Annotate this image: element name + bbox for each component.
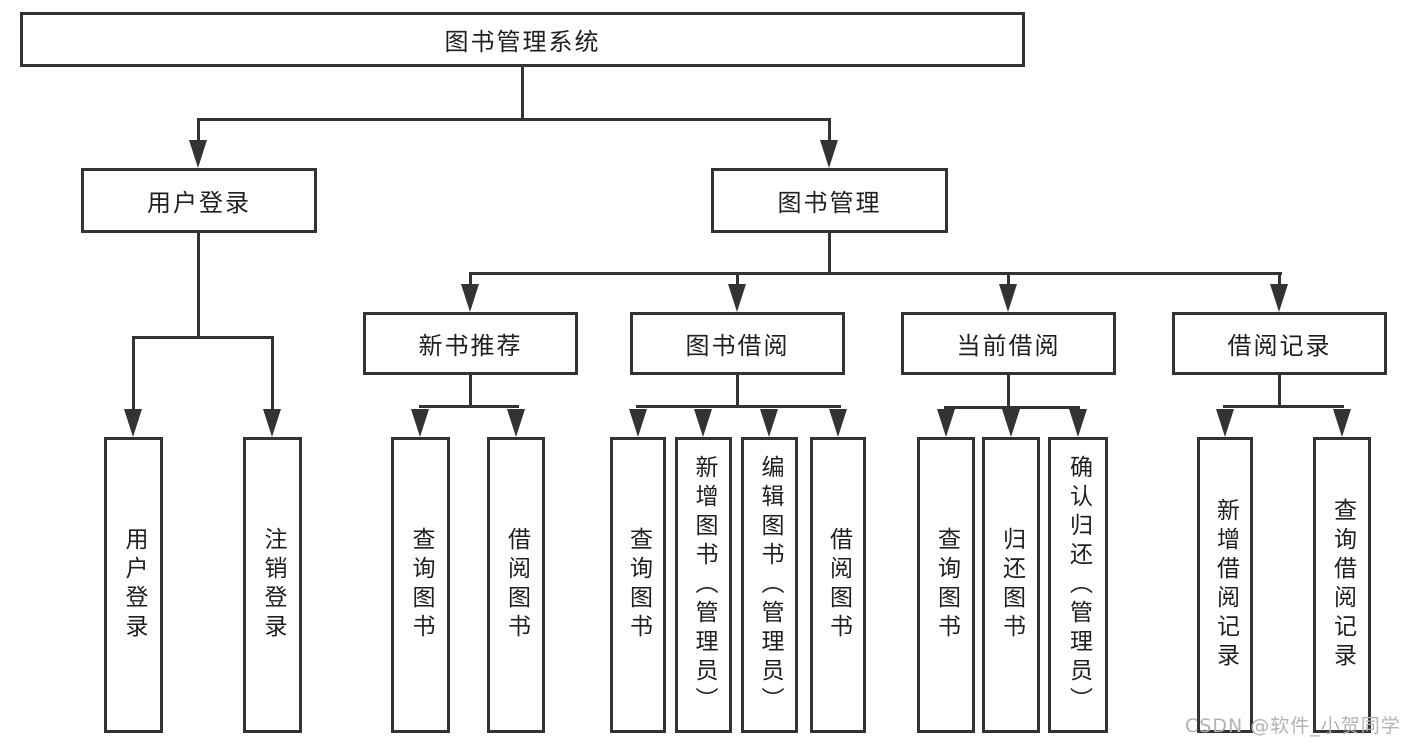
arrow-down-icon — [461, 284, 479, 312]
leaf-borrow-books: 借阅图书 — [810, 437, 866, 733]
arrow-down-icon — [937, 409, 955, 437]
leaf-add-books-admin: 新增图书（管理员） — [675, 437, 732, 733]
arrow-down-icon — [1002, 409, 1020, 437]
leaf-query-books-recommend: 查询图书 — [391, 437, 450, 733]
connector-line — [419, 405, 519, 408]
leaf-user-login: 用户登录 — [104, 437, 163, 733]
arrow-down-icon — [694, 409, 712, 437]
arrow-down-icon — [189, 140, 207, 168]
connector-line — [1278, 375, 1281, 408]
connector-line — [1007, 275, 1010, 287]
connector-line — [132, 339, 135, 412]
leaf-query-books-current: 查询图书 — [917, 437, 975, 733]
leaf-add-borrow-record: 新增借阅记录 — [1197, 437, 1253, 733]
connector-line — [132, 336, 274, 339]
arrow-down-icon — [411, 409, 429, 437]
arrow-down-icon — [760, 409, 778, 437]
leaf-query-borrow-record: 查询借阅记录 — [1313, 437, 1371, 733]
node-book-management: 图书管理 — [711, 168, 948, 233]
arrow-down-icon — [820, 140, 838, 168]
connector-line — [944, 406, 1080, 409]
arrow-down-icon — [829, 409, 847, 437]
leaf-borrow-books-recommend: 借阅图书 — [487, 437, 545, 733]
leaf-return-books: 归还图书 — [982, 437, 1040, 733]
connector-line — [828, 121, 831, 144]
connector-line — [197, 118, 831, 121]
arrow-down-icon — [1069, 409, 1087, 437]
node-book-borrowing: 图书借阅 — [630, 312, 845, 375]
connector-line — [736, 275, 739, 287]
connector-line — [521, 67, 524, 120]
connector-line — [828, 233, 831, 275]
arrow-down-icon — [1216, 409, 1234, 437]
node-borrowing-records: 借阅记录 — [1172, 312, 1387, 375]
arrow-down-icon — [124, 409, 142, 437]
leaf-edit-books-admin: 编辑图书（管理员） — [741, 437, 798, 733]
connector-line — [469, 272, 1282, 275]
connector-line — [197, 233, 200, 339]
node-current-borrowing: 当前借阅 — [901, 312, 1116, 375]
connector-line — [736, 375, 739, 408]
node-library-management-system: 图书管理系统 — [20, 12, 1025, 67]
connector-line — [1223, 405, 1344, 408]
connector-line — [1278, 275, 1281, 287]
node-user-login: 用户登录 — [81, 168, 317, 233]
connector-line — [469, 375, 472, 408]
leaf-logout: 注销登录 — [243, 437, 302, 733]
connector-line — [636, 405, 841, 408]
connector-line — [1007, 375, 1010, 409]
arrow-down-icon — [263, 409, 281, 437]
leaf-confirm-return-admin: 确认归还（管理员） — [1048, 437, 1108, 733]
arrow-down-icon — [629, 409, 647, 437]
leaf-query-books-borrow: 查询图书 — [610, 437, 666, 733]
arrow-down-icon — [728, 284, 746, 312]
arrow-down-icon — [1333, 409, 1351, 437]
csdn-watermark: CSDN @软件_小贺同学 — [1185, 715, 1401, 737]
arrow-down-icon — [507, 409, 525, 437]
connector-line — [469, 275, 472, 287]
arrow-down-icon — [999, 284, 1017, 312]
connector-line — [271, 339, 274, 412]
connector-line — [197, 121, 200, 144]
arrow-down-icon — [1270, 284, 1288, 312]
node-new-book-recommendation: 新书推荐 — [363, 312, 578, 375]
